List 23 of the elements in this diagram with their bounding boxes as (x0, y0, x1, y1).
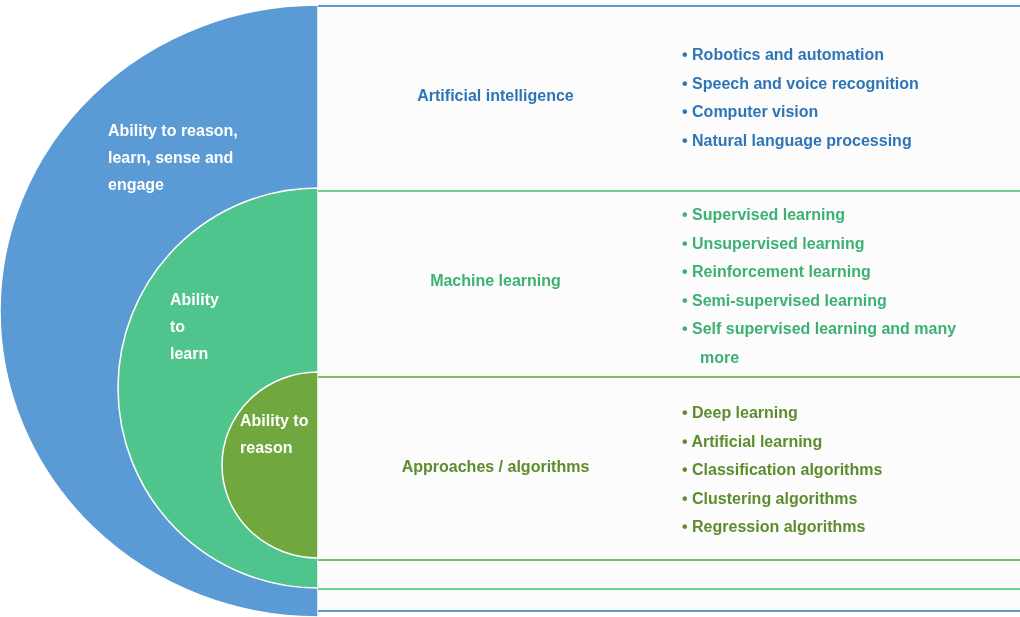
category-band (318, 376, 1020, 561)
bullet-item: • Regression algorithms (682, 517, 867, 537)
circle-label: Ability to reason (240, 411, 310, 458)
bullet-item: • Natural language processing (682, 130, 913, 151)
category-band (318, 5, 1020, 612)
bullet-item: • Classification algorithms (682, 460, 884, 480)
bullet-item: • Computer vision (682, 102, 820, 122)
bullet-item: • Supervised learning (682, 205, 846, 225)
bullet-item: • Reinforcement learning (682, 262, 872, 282)
category-band (318, 190, 1020, 590)
circle-label: Ability to learn (170, 290, 220, 364)
bullet-item: • Artificial learning (682, 431, 824, 452)
category-heading: Approaches / algorithms (400, 458, 591, 476)
bullet-item: • Unsupervised learning (682, 233, 866, 254)
category-heading: Machine learning (429, 272, 562, 290)
circle-label: Ability to reason, learn, sense and engage (108, 121, 239, 195)
bullet-item: • Speech and voice recognition (682, 73, 920, 94)
bullet-item: • Clustering algorithms (682, 488, 859, 509)
bullet-item: • Deep learning (682, 403, 799, 423)
category-heading: Artificial intelligence (416, 87, 575, 105)
bullet-item: • Self supervised learning and many more (682, 319, 958, 368)
bullet-item: • Semi-supervised learning (682, 290, 888, 311)
bullet-item: • Robotics and automation (682, 45, 886, 65)
